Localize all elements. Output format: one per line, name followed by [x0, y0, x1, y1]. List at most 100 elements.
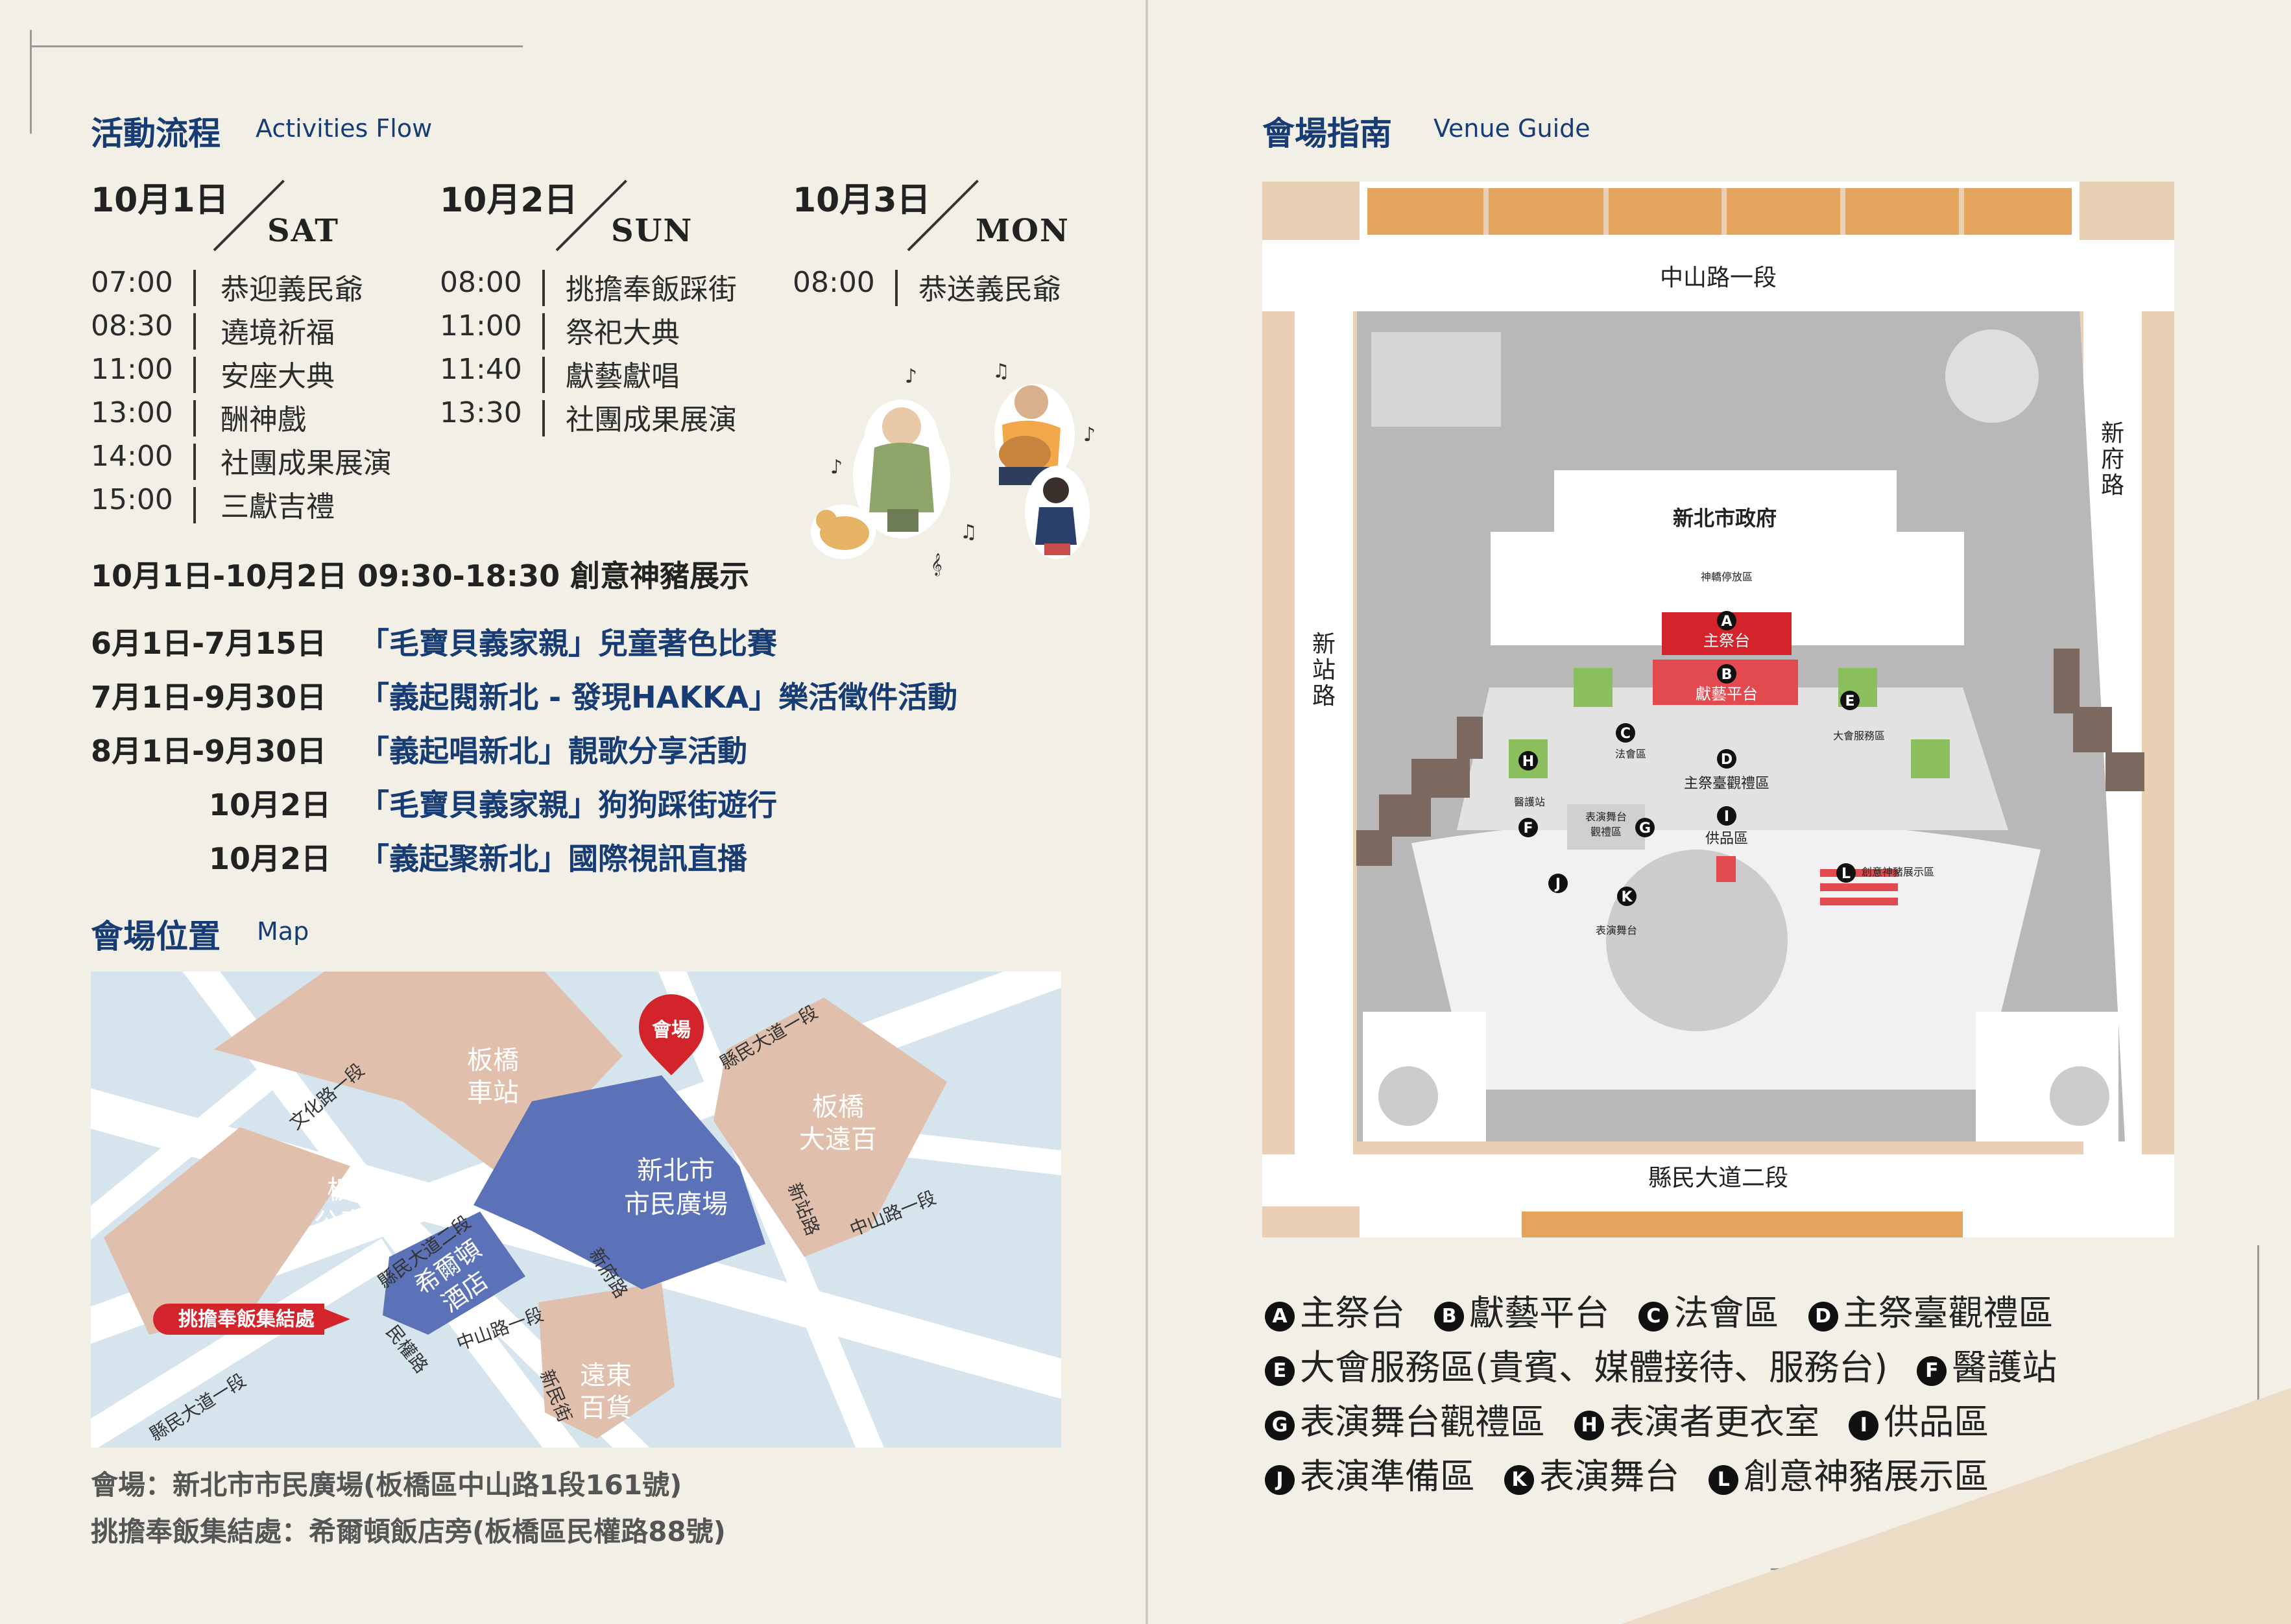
svg-text:G: G: [1639, 820, 1651, 837]
legend-badge: A: [1265, 1302, 1295, 1331]
day2-dow: SUN: [611, 213, 693, 249]
day2-date: 10月2日: [440, 181, 578, 220]
service-label: 大會服務區: [1833, 730, 1885, 742]
road-left-3: 路: [1312, 683, 1336, 710]
schedule-time: 08:00: [440, 266, 522, 299]
schedule-divider: [193, 400, 196, 436]
schedule-time: 15:00: [91, 483, 173, 516]
perf-view-label-2: 觀禮區: [1590, 826, 1622, 838]
svg-text:C: C: [1620, 726, 1631, 742]
schedule-event: 酬神戲: [221, 403, 306, 436]
schedule-time: 11:40: [440, 353, 522, 386]
building-label: 新北市政府: [1673, 506, 1777, 531]
schedule-time: 13:00: [91, 396, 173, 429]
schedule-divider: [193, 357, 196, 393]
main-altar-label: 主祭台: [1703, 632, 1750, 650]
legend-text: 醫護站: [1952, 1347, 2057, 1388]
fedept-label-2: 百貨: [580, 1393, 632, 1423]
legend-badge: B: [1434, 1302, 1465, 1331]
event-date: 6月1日-7月15日: [91, 626, 327, 661]
road-left-1: 新: [1312, 631, 1336, 658]
assembly-label: 挑擔奉飯集結處: [178, 1308, 315, 1331]
legend-badge: L: [1709, 1465, 1739, 1495]
legend-badge: C: [1638, 1302, 1669, 1331]
event-date: 10月2日: [209, 841, 331, 876]
event-title: 「義起閱新北 - 發現HAKKA」樂活徵件活動: [359, 680, 958, 715]
address-assembly: 挑擔奉飯集結處：希爾頓飯店旁(板橋區民權路88號): [91, 1516, 726, 1547]
map-title-en: Map: [257, 917, 309, 946]
perf-view-label-1: 表演舞台: [1585, 811, 1627, 823]
perf-stage-label: 表演舞台: [1596, 924, 1637, 937]
legend-text: 供品區: [1884, 1402, 1989, 1442]
frame-line-left: [30, 30, 32, 134]
schedule-event: 安座大典: [221, 360, 335, 393]
pig-label: 創意神豬展示區: [1862, 866, 1934, 878]
svg-text:I: I: [1724, 809, 1729, 825]
legend-badge: H: [1574, 1411, 1605, 1440]
venue-title-en: Venue Guide: [1433, 114, 1590, 143]
road-right-3: 路: [2101, 472, 2124, 499]
corner-decoration: [1622, 1388, 2291, 1624]
day3-date: 10月3日: [793, 181, 931, 220]
svg-text:A: A: [1721, 614, 1732, 630]
venue-title: 會場指南: [1262, 115, 1392, 152]
exhibit-line: 10月1日-10月2日 09:30-18:30 創意神豬展示: [91, 558, 750, 593]
fe-label-1: 板橋: [812, 1092, 864, 1122]
schedule-event: 祭祀大典: [566, 316, 680, 350]
legend-badge: E: [1265, 1356, 1295, 1386]
schedule-event: 社團成果展演: [566, 403, 737, 436]
observation-label: 主祭臺觀禮區: [1684, 776, 1769, 792]
schedule-divider: [193, 270, 196, 306]
event-title: 「義起唱新北」靚歌分享活動: [359, 734, 747, 769]
svg-text:L: L: [1841, 866, 1851, 882]
offering-label: 供品區: [1705, 831, 1748, 847]
schedule-time: 13:30: [440, 396, 522, 429]
schedule-divider: [193, 487, 196, 523]
bus-label-1: 板橋: [327, 1175, 379, 1205]
schedule-time: 11:00: [91, 353, 173, 386]
svg-text:♪: ♪: [905, 365, 917, 388]
frame-line-top-left: [30, 45, 523, 47]
schedule-event: 社團成果展演: [221, 447, 392, 480]
medical-label: 醫護站: [1514, 796, 1545, 808]
legend-badge: J: [1265, 1465, 1295, 1495]
schedule-divider: [542, 313, 545, 350]
svg-text:J: J: [1554, 876, 1561, 892]
stage-platform-label: 獻藝平台: [1696, 685, 1758, 703]
svg-text:♫: ♫: [960, 521, 978, 543]
event-title: 「毛寶貝義家親」兒童著色比賽: [359, 626, 777, 661]
activities-title: 活動流程: [91, 115, 221, 152]
schedule-event: 恭送義民爺: [918, 273, 1061, 306]
svg-text:K: K: [1621, 889, 1633, 905]
legend-text: 表演舞台觀禮區: [1300, 1402, 1545, 1442]
dharma-label: 法會區: [1615, 748, 1646, 760]
legend-text: 法會區: [1673, 1293, 1779, 1333]
schedule-event: 挑擔奉飯踩街: [566, 273, 737, 306]
legend-text: 主祭臺觀禮區: [1843, 1293, 2054, 1333]
legend-text: 表演舞台: [1539, 1456, 1680, 1497]
road-left-2: 站: [1312, 657, 1336, 684]
schedule-event: 恭迎義民爺: [221, 273, 363, 306]
legend-text: 主祭台: [1300, 1293, 1405, 1333]
legend-badge: K: [1504, 1465, 1535, 1495]
svg-text:H: H: [1522, 754, 1534, 770]
road-bottom-label: 縣民大道二段: [1648, 1165, 1788, 1191]
station-label-1: 板橋: [467, 1045, 519, 1075]
legend-text: 表演準備區: [1300, 1456, 1475, 1497]
svg-text:♪: ♪: [1083, 424, 1096, 446]
svg-text:𝄞: 𝄞: [931, 553, 942, 577]
schedule-event: 獻藝獻唱: [566, 360, 680, 393]
